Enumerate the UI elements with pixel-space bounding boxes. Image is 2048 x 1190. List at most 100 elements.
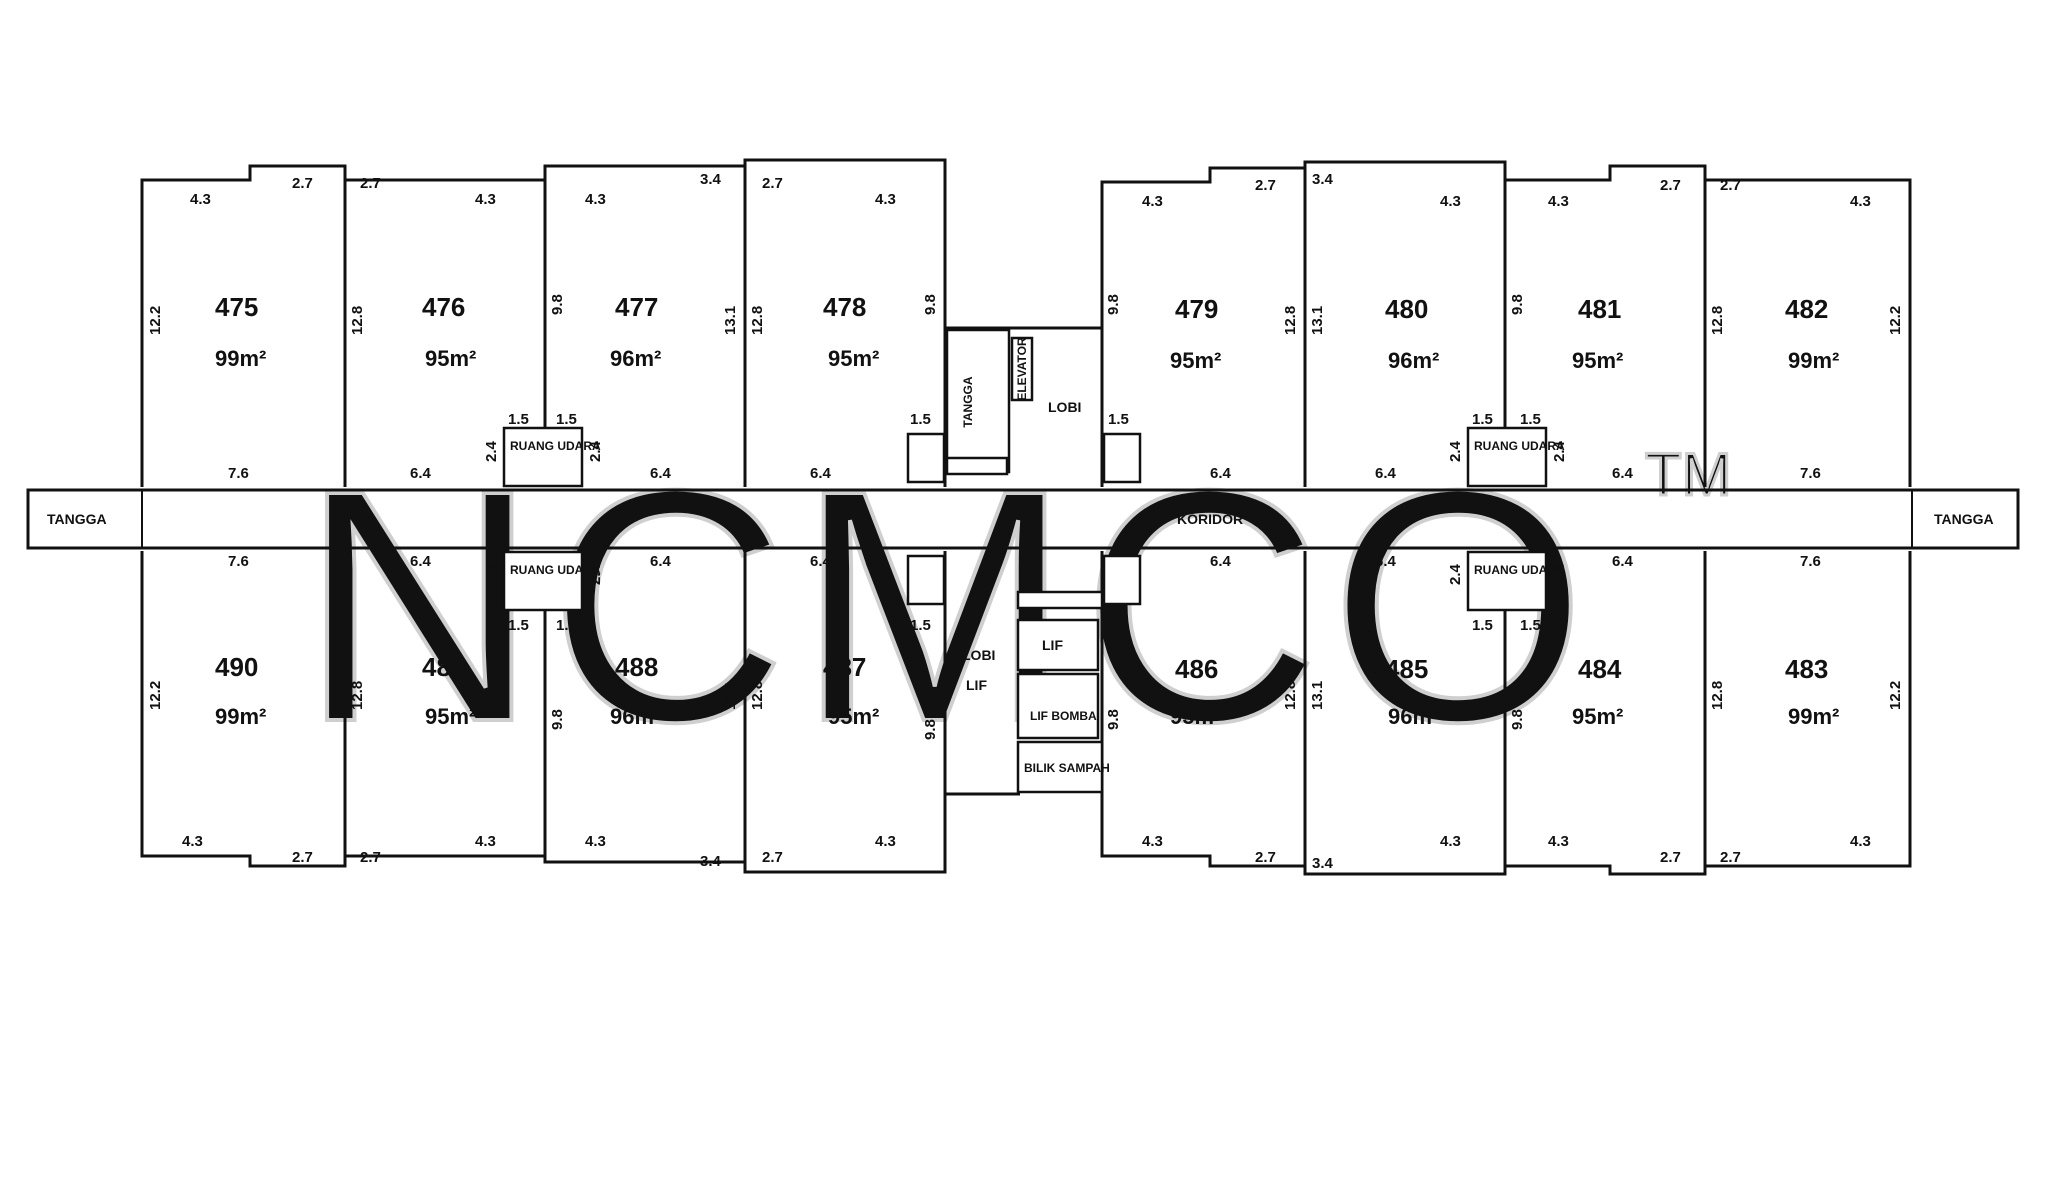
dim-label: 6.4 <box>1375 465 1397 482</box>
dim-label: 9.8 <box>1105 294 1122 315</box>
dim-label: 6.4 <box>410 465 432 482</box>
unit-485-number: 485 <box>1385 654 1428 684</box>
corridor: TANGGA TANGGA KORIDOR <box>26 488 2020 550</box>
unit-479-number: 479 <box>1175 294 1218 324</box>
unit-484-number: 484 <box>1578 654 1622 684</box>
unit-476-area: 95m² <box>425 346 476 371</box>
unit-475-number: 475 <box>215 292 258 322</box>
dim-label: 4.3 <box>1142 833 1163 850</box>
dim-label: 2.7 <box>1660 849 1681 866</box>
unit-480-area: 96m² <box>1388 348 1439 373</box>
dim-label: 6.4 <box>1612 465 1634 482</box>
dim-label: 4.3 <box>475 191 496 208</box>
dim-label: 3.4 <box>700 853 722 870</box>
dim-label: 4.3 <box>1850 833 1871 850</box>
unit-484-area: 95m² <box>1572 704 1623 729</box>
stair-right-label: TANGGA <box>1934 511 1994 527</box>
dim-label: 13.1 <box>722 306 739 335</box>
dim-label: 4.3 <box>585 191 606 208</box>
core-stair-label: TANGGA <box>961 376 975 427</box>
dim-label: 2.4 <box>483 563 500 585</box>
unit-482-area: 99m² <box>1788 348 1839 373</box>
dim-label: 2.4 <box>1447 440 1464 462</box>
lift-lobby-label-2: LIF <box>966 677 987 693</box>
watermark-tm: TM <box>1645 441 1732 508</box>
dim-label: 2.7 <box>1255 849 1276 866</box>
unit-489-area: 95m² <box>425 704 476 729</box>
fire-lift-label: LIF BOMBA <box>1030 709 1097 723</box>
dim-label: 1.5 <box>556 617 577 634</box>
refuse-room-label: BILIK SAMPAH <box>1024 761 1110 775</box>
dim-label: 1.5 <box>910 617 931 634</box>
dim-label: 2.7 <box>762 849 783 866</box>
dim-label: 12.8 <box>749 681 766 710</box>
dim-label: 12.8 <box>749 306 766 335</box>
elevator-label: ELEVATOR <box>1015 337 1029 401</box>
stair-left-label: TANGGA <box>47 511 107 527</box>
dim-label: 2.4 <box>587 563 604 585</box>
dim-label: 2.7 <box>1660 177 1681 194</box>
unit-479-area: 95m² <box>1170 348 1221 373</box>
dim-label: 13.1 <box>722 681 739 710</box>
dim-label: 4.3 <box>875 833 896 850</box>
dim-label: 12.2 <box>147 306 164 335</box>
dim-label: 12.2 <box>1887 681 1904 710</box>
dim-label: 2.4 <box>483 440 500 462</box>
dim-label: 4.3 <box>1850 193 1871 210</box>
air-well-label-1: RUANG UDARA <box>510 439 601 453</box>
dim-label: 9.8 <box>922 294 939 315</box>
dim-label: 12.2 <box>147 681 164 710</box>
unit-477-number: 477 <box>615 292 658 322</box>
air-wells: RUANG UDARA RUANG UDARA RUANG UDARA RUAN… <box>502 426 1565 612</box>
dim-label: 6.4 <box>810 465 832 482</box>
unit-486-number: 486 <box>1175 654 1218 684</box>
dim-label: 7.6 <box>228 465 249 482</box>
bottom-left-block <box>140 551 947 874</box>
unit-482-number: 482 <box>1785 294 1828 324</box>
dim-label: 1.5 <box>1520 617 1541 634</box>
unit-478-area: 95m² <box>828 346 879 371</box>
top-right-block <box>1100 160 1912 487</box>
dim-label: 9.8 <box>922 719 939 740</box>
dim-label: 9.8 <box>549 709 566 730</box>
lift-label: LIF <box>1042 637 1063 653</box>
unit-490-area: 99m² <box>215 704 266 729</box>
unit-489-number: 489 <box>422 652 465 682</box>
unit-483-number: 483 <box>1785 654 1828 684</box>
dim-label: 2.7 <box>360 849 381 866</box>
dim-label: 6.4 <box>410 553 432 570</box>
unit-481-area: 95m² <box>1572 348 1623 373</box>
central-core: TANGGA ELEVATOR LOBI LOBI LIF LIF LIF BO… <box>945 326 1110 796</box>
dim-label: 12.8 <box>349 681 366 710</box>
dim-label: 2.7 <box>762 175 783 192</box>
dim-label: 6.4 <box>1210 553 1232 570</box>
dim-label: 6.4 <box>1375 553 1397 570</box>
unit-475-area: 99m² <box>215 346 266 371</box>
dim-label: 6.4 <box>650 465 672 482</box>
unit-483-area: 99m² <box>1788 704 1839 729</box>
dim-label: 7.6 <box>228 553 249 570</box>
unit-488-area: 96m² <box>610 704 661 729</box>
dim-label: 12.8 <box>1709 306 1726 335</box>
air-well-label-2: RUANG UDARA <box>510 563 601 577</box>
dim-label: 1.5 <box>1520 411 1541 428</box>
dim-label: 2.7 <box>1720 849 1741 866</box>
dim-label: 1.5 <box>1108 617 1129 634</box>
dim-label: 12.2 <box>1887 306 1904 335</box>
dim-label: 2.7 <box>1720 177 1741 194</box>
dim-label: 12.8 <box>1709 681 1726 710</box>
dim-label: 2.4 <box>1447 563 1464 585</box>
unit-485-area: 96m² <box>1388 704 1439 729</box>
corridor-label: KORIDOR <box>1177 511 1243 527</box>
watermark-text: NCMCO <box>300 421 1597 790</box>
air-well-label-3: RUANG UDARA <box>1474 439 1565 453</box>
dim-label: 2.7 <box>1255 177 1276 194</box>
unit-490-number: 490 <box>215 652 258 682</box>
dim-label: 12.8 <box>349 306 366 335</box>
unit-487-area: 95m² <box>828 704 879 729</box>
lobby-top-label: LOBI <box>1048 399 1081 415</box>
dim-label: 4.3 <box>475 833 496 850</box>
dim-label: 9.8 <box>1105 709 1122 730</box>
dim-label: 2.4 <box>1551 440 1568 462</box>
